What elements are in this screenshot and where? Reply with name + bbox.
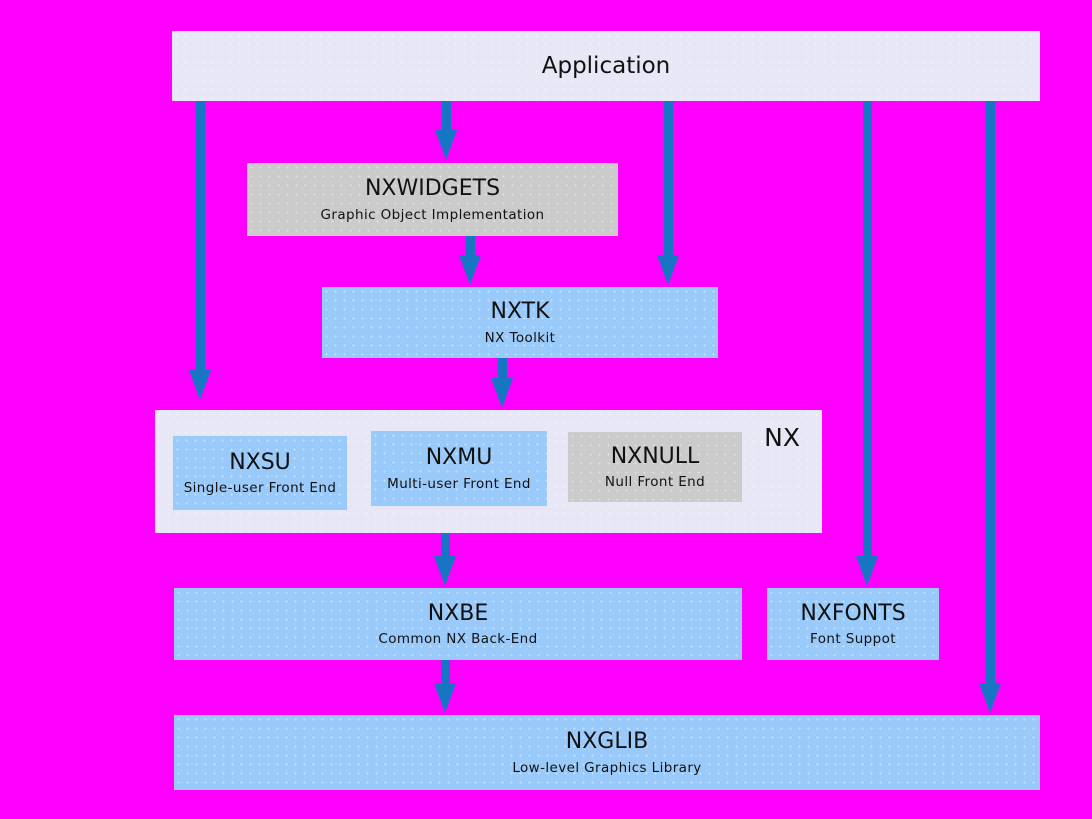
nxmu-subtitle: Multi-user Front End bbox=[387, 475, 531, 492]
arrow-shaft bbox=[497, 358, 507, 378]
application-box: Application bbox=[172, 31, 1040, 101]
arrow-shaft bbox=[663, 101, 673, 255]
nxbe-box: NXBE Common NX Back-End bbox=[174, 588, 742, 660]
arrow-nx-to-nxbe bbox=[434, 533, 456, 586]
arrow-head-icon bbox=[189, 370, 211, 400]
nxtk-box: NXTK NX Toolkit bbox=[322, 287, 718, 358]
nxsu-box: NXSU Single-user Front End bbox=[173, 436, 347, 510]
arrow-nxbe-to-nxglib bbox=[434, 660, 456, 713]
arrow-shaft bbox=[862, 101, 872, 556]
nxmu-title: NXMU bbox=[425, 445, 493, 471]
arrow-shaft bbox=[441, 101, 451, 130]
nxmu-box: NXMU Multi-user Front End bbox=[371, 431, 547, 506]
nxfonts-title: NXFONTS bbox=[800, 600, 906, 626]
nxnull-box: NXNULL Null Front End bbox=[568, 432, 742, 502]
nxtk-title: NXTK bbox=[490, 299, 550, 325]
arrow-head-icon bbox=[979, 683, 1001, 713]
arrow-shaft bbox=[440, 660, 450, 683]
nxfonts-box: NXFONTS Font Suppot bbox=[767, 588, 939, 660]
nxwidgets-box: NXWIDGETS Graphic Object Implementation bbox=[247, 163, 618, 236]
nx-label: NX bbox=[764, 423, 800, 452]
nxbe-title: NXBE bbox=[427, 600, 489, 626]
arrow-application-to-nxwidgets bbox=[435, 101, 457, 160]
nxnull-subtitle: Null Front End bbox=[604, 474, 706, 491]
arrow-shaft bbox=[440, 533, 450, 556]
arrow-shaft bbox=[985, 101, 995, 683]
arrow-head-icon bbox=[491, 378, 513, 408]
nxglib-subtitle: Low-level Graphics Library bbox=[512, 759, 702, 776]
arrow-shaft bbox=[465, 236, 475, 255]
arrow-head-icon bbox=[435, 130, 457, 160]
arrow-nxtk-to-nx bbox=[491, 358, 513, 408]
nxglib-title: NXGLIB bbox=[565, 729, 649, 755]
arrow-application-to-nx bbox=[189, 101, 211, 400]
arrow-nxwidgets-to-nxtk bbox=[459, 236, 481, 285]
arrow-application-to-nxfonts bbox=[856, 101, 878, 586]
application-title: Application bbox=[541, 52, 671, 79]
arrow-head-icon bbox=[459, 255, 481, 285]
nxfonts-subtitle: Font Suppot bbox=[810, 631, 896, 648]
nxsu-subtitle: Single-user Front End bbox=[183, 480, 337, 497]
nxglib-box: NXGLIB Low-level Graphics Library bbox=[174, 715, 1040, 790]
arrow-head-icon bbox=[657, 255, 679, 285]
arrow-head-icon bbox=[856, 556, 878, 586]
arrow-shaft bbox=[195, 101, 205, 370]
arrow-application-to-nxtk bbox=[657, 101, 679, 285]
nxbe-subtitle: Common NX Back-End bbox=[378, 631, 538, 648]
arrow-application-to-nxglib bbox=[979, 101, 1001, 713]
arrow-head-icon bbox=[434, 556, 456, 586]
nxnull-title: NXNULL bbox=[610, 443, 700, 469]
nxwidgets-subtitle: Graphic Object Implementation bbox=[320, 206, 545, 223]
arrow-head-icon bbox=[434, 683, 456, 713]
nxsu-title: NXSU bbox=[229, 449, 291, 475]
nxtk-subtitle: NX Toolkit bbox=[484, 329, 556, 346]
nxwidgets-title: NXWIDGETS bbox=[364, 176, 501, 202]
